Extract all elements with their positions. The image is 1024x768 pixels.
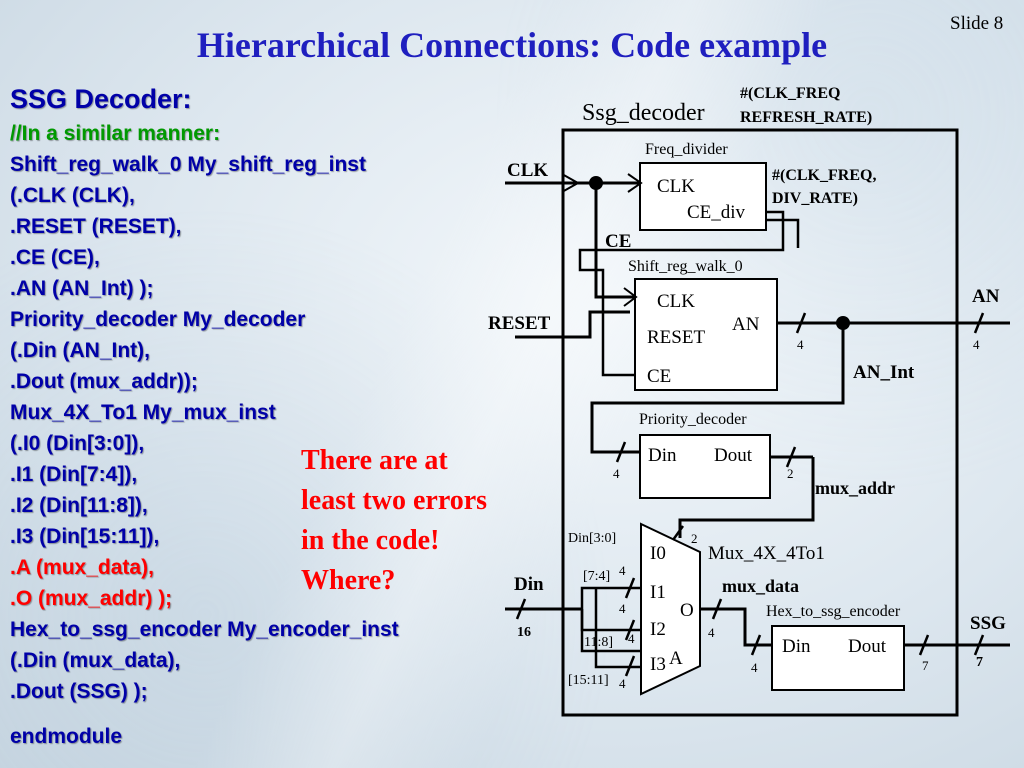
svg-text:4: 4 (708, 625, 715, 640)
svg-text:4: 4 (628, 631, 635, 646)
svg-text:A: A (669, 648, 683, 669)
svg-text:CLK: CLK (657, 176, 695, 197)
svg-text:SSG: SSG (970, 613, 1006, 634)
svg-text:Din: Din (648, 445, 677, 466)
code-line: .I1 (Din[7:4]), (10, 463, 138, 486)
svg-text:4: 4 (619, 601, 626, 616)
svg-text:4: 4 (619, 563, 626, 578)
svg-text:2: 2 (691, 531, 698, 546)
svg-text:mux_data: mux_data (722, 576, 799, 596)
svg-text:Hex_to_ssg_encoder: Hex_to_ssg_encoder (766, 603, 901, 620)
svg-text:AN_Int: AN_Int (853, 362, 915, 383)
code-heading: SSG Decoder: (10, 84, 192, 114)
svg-text:I2: I2 (650, 619, 666, 640)
callout-line: There are at (301, 445, 448, 476)
svg-text:4: 4 (613, 466, 620, 481)
svg-text:Mux_4X_4To1: Mux_4X_4To1 (708, 543, 825, 564)
svg-text:7: 7 (976, 655, 983, 670)
svg-text:Dout: Dout (714, 445, 753, 466)
svg-text:Din[3:0]: Din[3:0] (568, 531, 616, 546)
svg-text:mux_addr: mux_addr (815, 478, 895, 498)
svg-text:Shift_reg_walk_0: Shift_reg_walk_0 (628, 258, 743, 275)
code-line: (.I0 (Din[3:0]), (10, 432, 145, 455)
code-line: (.Din (mux_data), (10, 649, 181, 672)
svg-text:Freq_divider: Freq_divider (645, 141, 728, 158)
code-listing: SSG Decoder: //In a similar manner: Shift_… (10, 80, 399, 752)
svg-text:RESET: RESET (488, 313, 551, 334)
mux-block (640, 522, 701, 696)
svg-text:11:8]: 11:8] (584, 635, 613, 650)
code-line: .O (mux_addr) ); (10, 587, 173, 610)
svg-text:CE_div: CE_div (687, 202, 746, 223)
code-line: Hex_to_ssg_encoder My_encoder_inst (10, 618, 399, 641)
callout-line: least two errors (301, 485, 488, 516)
code-line: .RESET (RESET), (10, 215, 182, 238)
clk-branch-wire (594, 183, 635, 299)
svg-text:CLK: CLK (507, 160, 548, 181)
top-module-name: Ssg_decoder (582, 100, 705, 126)
slide-number: Slide 8 (950, 13, 1004, 34)
an-int-wire (590, 323, 845, 454)
callout-line: in the code! (301, 525, 440, 556)
svg-text:AN: AN (972, 286, 1000, 307)
shift-reg-block (634, 278, 778, 391)
code-line: .Dout (mux_addr)); (10, 370, 198, 393)
code-line: .CE (CE), (10, 246, 100, 269)
code-line: Shift_reg_walk_0 My_shift_reg_inst (10, 153, 366, 176)
code-line: .I2 (Din[11:8]), (10, 494, 148, 517)
clk-junction (589, 176, 603, 190)
code-line: endmodule (10, 725, 123, 748)
code-line: (.CLK (CLK), (10, 184, 135, 207)
svg-text:2: 2 (787, 466, 794, 481)
svg-text:REFRESH_RATE): REFRESH_RATE) (740, 109, 872, 126)
svg-text:I3: I3 (650, 654, 666, 675)
svg-text:I1: I1 (650, 582, 666, 603)
svg-text:7: 7 (922, 658, 929, 673)
svg-text:4: 4 (797, 337, 804, 352)
code-comment: //In a similar manner: (10, 122, 221, 145)
svg-text:4: 4 (973, 337, 980, 352)
ce-wire (578, 210, 785, 377)
svg-text:4: 4 (619, 676, 626, 691)
svg-text:RESET: RESET (647, 327, 705, 348)
svg-text:Priority_decoder: Priority_decoder (639, 411, 747, 428)
svg-text:AN: AN (732, 314, 760, 335)
code-line: Mux_4X_To1 My_mux_inst (10, 401, 276, 424)
code-line: .Dout (SSG) ); (10, 680, 148, 703)
svg-text:CLK: CLK (657, 291, 695, 312)
svg-text:[15:11]: [15:11] (568, 673, 609, 688)
reset-wire (515, 310, 630, 339)
svg-text:16: 16 (517, 625, 531, 640)
priority-decoder-block (639, 434, 771, 499)
svg-text:CE: CE (647, 366, 671, 387)
error-callout: There are at least two errors in the cod… (301, 441, 487, 601)
svg-text:DIV_RATE): DIV_RATE) (772, 190, 858, 207)
an-junction (836, 316, 850, 330)
svg-text:#(CLK_FREQ,: #(CLK_FREQ, (772, 167, 876, 184)
svg-text:[7:4]: [7:4] (583, 569, 610, 584)
svg-text:Din: Din (514, 574, 544, 595)
freq-divider-block (639, 162, 767, 231)
encoder-block (771, 625, 905, 691)
svg-text:Dout: Dout (848, 636, 887, 657)
svg-text:I0: I0 (650, 543, 666, 564)
code-line: .I3 (Din[15:11]), (10, 525, 160, 548)
svg-text:Din: Din (782, 636, 811, 657)
svg-text:CE: CE (605, 231, 631, 252)
code-line: .AN (AN_Int) ); (10, 277, 154, 300)
code-line: (.Din (AN_Int), (10, 339, 150, 362)
code-line: .A (mux_data), (10, 556, 154, 579)
slide-title: Hierarchical Connections: Code example (196, 25, 828, 65)
mux-data-wire (700, 607, 772, 647)
svg-text:#(CLK_FREQ: #(CLK_FREQ (740, 85, 840, 102)
svg-text:4: 4 (751, 660, 758, 675)
callout-line: Where? (301, 565, 396, 596)
ssg-decoder-border (561, 128, 959, 717)
code-line: Priority_decoder My_decoder (10, 308, 306, 331)
svg-text:O: O (680, 600, 694, 621)
